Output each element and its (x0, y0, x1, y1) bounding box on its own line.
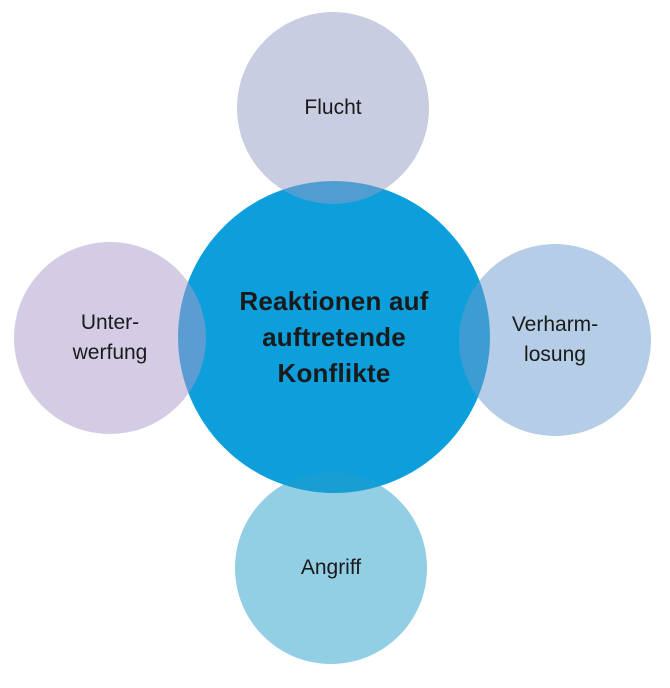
node-flucht-label: Flucht (304, 96, 362, 119)
node-unterwerfung: Unter- werfung (14, 242, 206, 434)
node-angriff: Angriff (235, 472, 427, 664)
node-verharmlosung-label-line2: losung (524, 343, 586, 366)
node-verharmlosung-label-line1: Verharm- (511, 313, 599, 336)
node-verharmlosung: Verharm- losung (459, 244, 651, 436)
node-unterwerfung-label-line1: Unter- (80, 311, 140, 334)
center-node-label-line2: auftretende (262, 322, 406, 352)
center-node-reaktionen: Reaktionen auf auftretende Konflikte (178, 181, 490, 493)
node-flucht: Flucht (237, 12, 429, 204)
node-unterwerfung-label-line2: werfung (72, 341, 148, 364)
center-node-label-line3: Konflikte (277, 358, 391, 388)
center-node-label-line1: Reaktionen auf (239, 286, 429, 316)
node-angriff-label: Angriff (300, 556, 362, 579)
